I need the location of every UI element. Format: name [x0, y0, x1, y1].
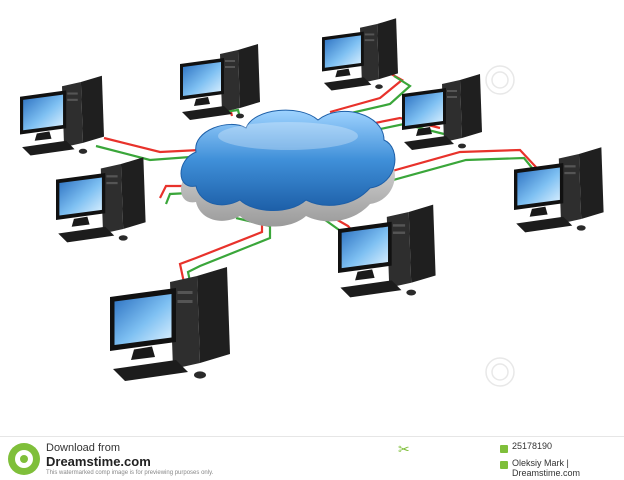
desktop-computer-icon	[110, 267, 230, 381]
desktop-computer-icon	[322, 18, 398, 91]
desktop-computer-icon	[20, 75, 104, 156]
download-label: Download from	[46, 442, 120, 454]
dreamstime-logo-icon[interactable]	[8, 443, 40, 475]
site-name-link[interactable]: Dreamstime.com	[46, 454, 151, 469]
id-icon	[500, 445, 508, 453]
author-icon	[500, 461, 508, 469]
image-id: 25178190	[512, 441, 553, 451]
disclaimer-text: This watermarked comp image is for previ…	[46, 470, 214, 476]
stock-footer: Download from Dreamstime.com This waterm…	[0, 436, 624, 480]
desktop-computer-icon	[56, 157, 146, 243]
cloud-icon	[180, 109, 396, 227]
desktop-computer-icon	[180, 44, 260, 120]
watermark-pattern	[485, 65, 515, 387]
desktop-computer-icon	[402, 74, 482, 150]
scissors-icon: ✂	[398, 441, 410, 457]
desktop-computer-icon	[514, 147, 604, 233]
desktop-computer-icon	[338, 204, 436, 298]
cloud-network-illustration	[20, 18, 604, 387]
image-credit: Oleksiy Mark | Dreamstime.com	[512, 458, 581, 478]
